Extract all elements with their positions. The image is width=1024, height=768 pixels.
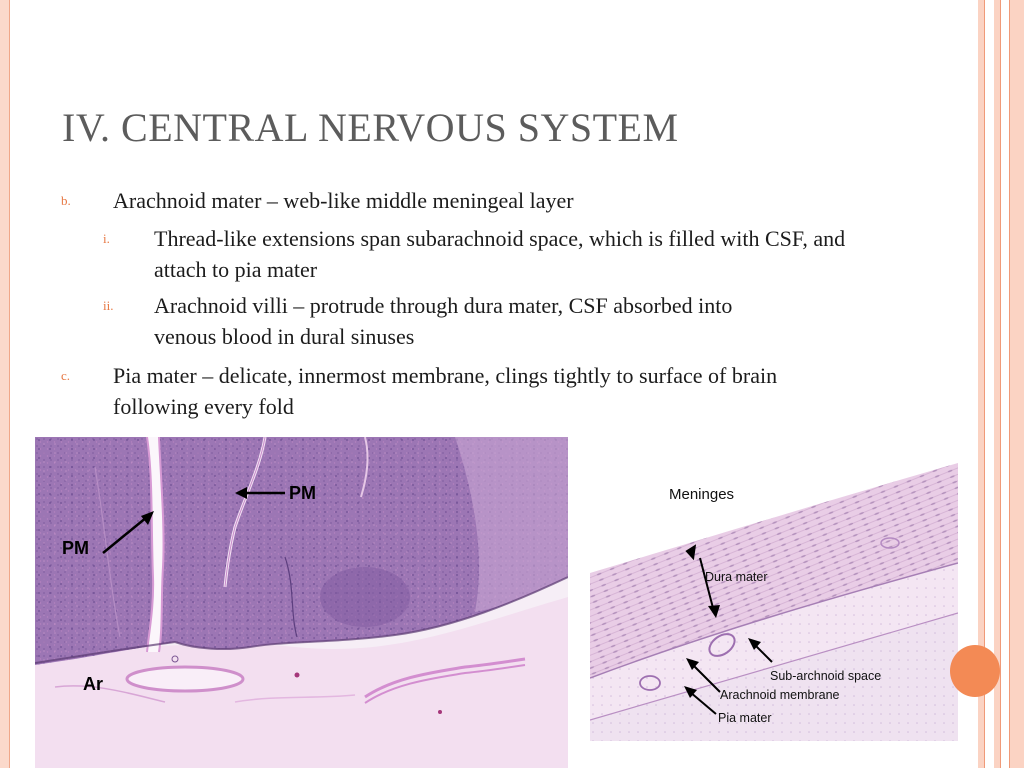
label-meninges-title: Meninges (669, 486, 735, 503)
label-arachnoid-membrane: Arachnoid membrane (720, 688, 840, 702)
slide-nav-circle[interactable] (950, 645, 1000, 697)
histology-micrograph-spinal-cord: PM PM Ar (35, 437, 568, 768)
bullet-b-i: i. Thread-like extensions span subarachn… (103, 223, 854, 285)
label-sub-arachnoid-space: Sub-archnoid space (770, 669, 882, 683)
bullet-c: c. Pia mater – delicate, innermost membr… (61, 360, 833, 422)
label-pm-left: PM (62, 538, 89, 558)
bullet-marker: ii. (103, 298, 114, 313)
label-pia-mater: Pia mater (718, 711, 772, 725)
bullet-text: Arachnoid mater – web-like middle mening… (113, 188, 574, 213)
label-pm-top: PM (289, 483, 316, 503)
bullet-b: b. Arachnoid mater – web-like middle men… (61, 185, 833, 216)
left-border-stripe (0, 0, 10, 768)
bullet-marker: c. (61, 368, 71, 383)
bullet-marker: b. (61, 193, 71, 208)
bullet-b-ii: ii. Arachnoid villi – protrude through d… (103, 290, 794, 352)
slide-title: IV. CENTRAL NERVOUS SYSTEM (62, 105, 679, 150)
histology-micrograph-meninges: Meninges Dura mater Sub-archnoid space A… (590, 458, 958, 741)
label-dura-mater: Dura mater (705, 570, 768, 584)
label-ar: Ar (83, 674, 104, 694)
right-border-stripes (978, 0, 1024, 768)
bullet-text: Thread-like extensions span subarachnoid… (154, 226, 846, 282)
bullet-text: Arachnoid villi – protrude through dura … (154, 293, 733, 349)
bullet-text: Pia mater – delicate, innermost membrane… (113, 363, 778, 419)
bullet-marker: i. (103, 231, 110, 246)
